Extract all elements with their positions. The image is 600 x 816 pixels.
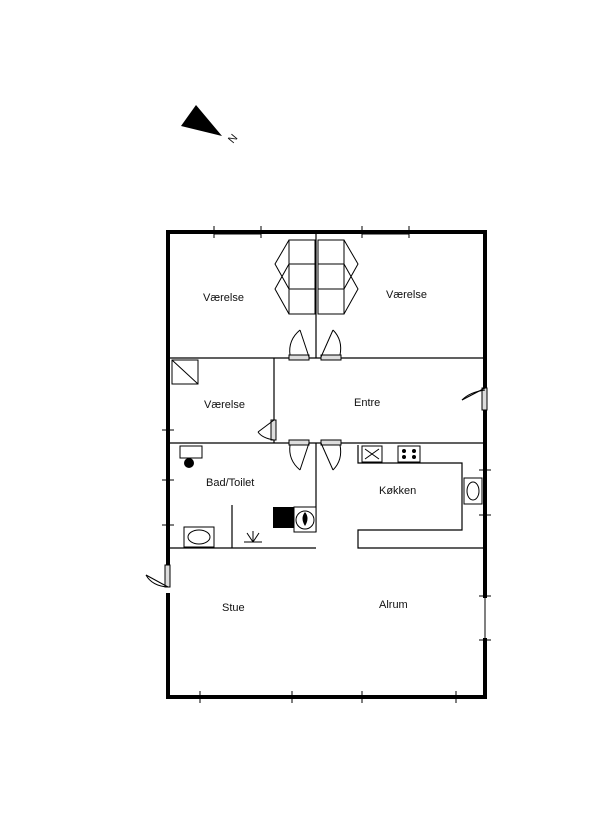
doors — [145, 329, 488, 588]
room-label-bathroom: Bad/Toilet — [206, 477, 254, 489]
kitchen-counter — [357, 445, 484, 549]
compass-label: N — [226, 132, 240, 146]
interior-walls — [170, 234, 485, 549]
room-label-bedroom-right: Værelse — [386, 289, 427, 301]
north-arrow-icon: N — [181, 105, 240, 146]
wood-stove-icon — [273, 506, 317, 533]
room-label-bedroom-small: Værelse — [204, 399, 245, 411]
room-label-kitchen: Køkken — [379, 485, 416, 497]
bathroom-fixtures — [179, 445, 262, 548]
skylight-windows — [274, 239, 359, 315]
room-label-living-room: Stue — [222, 602, 245, 614]
closet — [171, 359, 199, 385]
room-label-bedroom-left: Værelse — [203, 292, 244, 304]
room-label-family-room: Alrum — [379, 599, 408, 611]
room-label-entrance: Entre — [354, 397, 380, 409]
